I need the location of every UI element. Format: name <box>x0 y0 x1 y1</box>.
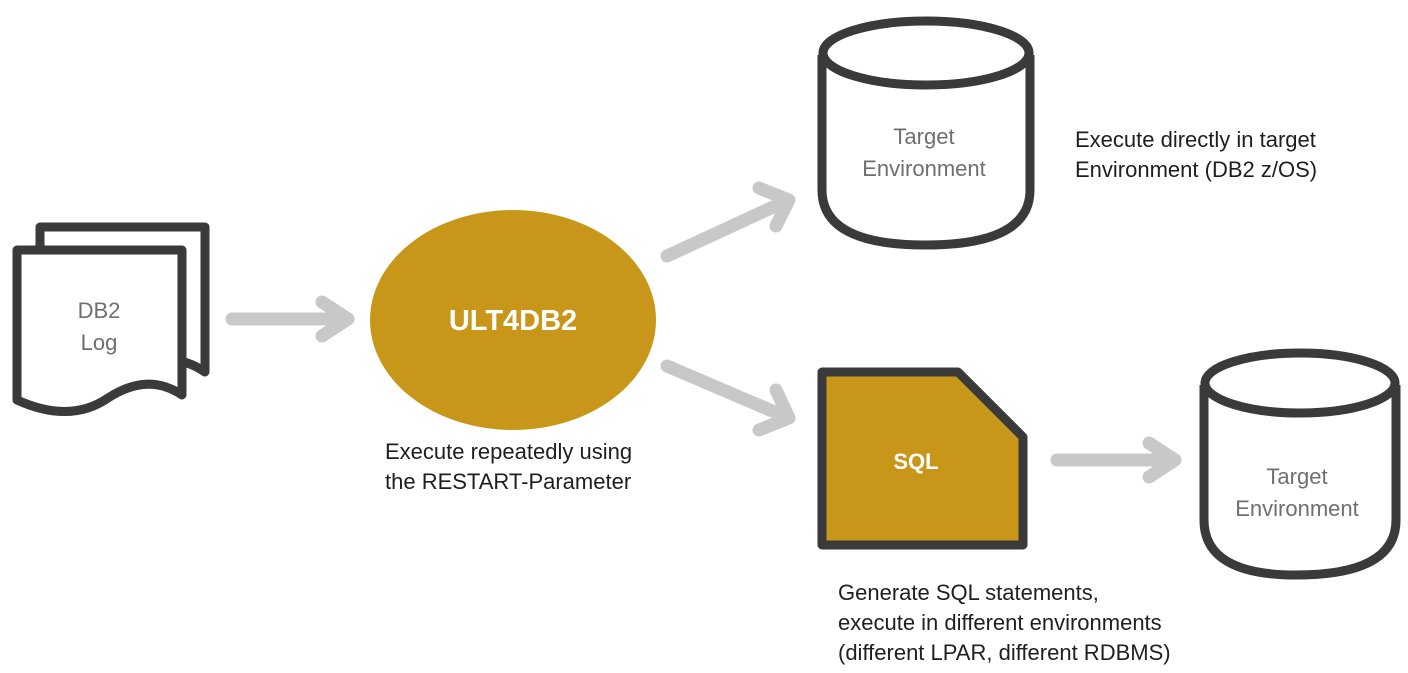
folded-document-icon: SQL <box>817 367 1028 550</box>
sql-caption-line-2: execute in different environments <box>838 610 1162 635</box>
log-label-line-2: Log <box>81 330 118 355</box>
sql-caption: Generate SQL statements, execute in diff… <box>838 578 1171 668</box>
core-caption-line-1: Execute repeatedly using <box>385 439 633 464</box>
sql-caption-line-3: (different LPAR, different RDBMS) <box>838 640 1171 665</box>
edge-core-to-target <box>660 181 796 263</box>
direct-caption: Execute directly in target Environment (… <box>1075 125 1317 185</box>
edge-sql-to-target <box>1050 436 1182 484</box>
core-label: ULT4DB2 <box>449 305 577 337</box>
direct-caption-line-1: Execute directly in target <box>1075 127 1316 152</box>
sql-caption-line-1: Generate SQL statements, <box>838 580 1099 605</box>
core-caption: Execute repeatedly using the RESTART-Par… <box>385 437 632 497</box>
target-sql-label-line-1: Target <box>1266 464 1327 489</box>
stacked-document-icon: DB2 Log <box>12 222 210 416</box>
database-cylinder-icon: Target Environment <box>817 16 1035 250</box>
sql-label: SQL <box>893 449 938 474</box>
edge-core-to-sql <box>660 359 796 437</box>
core-node: ULT4DB2 <box>370 210 656 430</box>
target-sql-label-line-2: Environment <box>1235 496 1359 521</box>
edge-log-to-core <box>225 295 355 343</box>
database-cylinder-icon: Target Environment <box>1199 348 1401 580</box>
core-caption-line-2: the RESTART-Parameter <box>385 469 632 494</box>
target-direct-label-line-2: Environment <box>862 156 986 181</box>
direct-caption-line-2: Environment (DB2 z/OS) <box>1075 157 1318 182</box>
target-direct-label-line-1: Target <box>893 124 954 149</box>
log-label-line-1: DB2 <box>78 298 121 323</box>
